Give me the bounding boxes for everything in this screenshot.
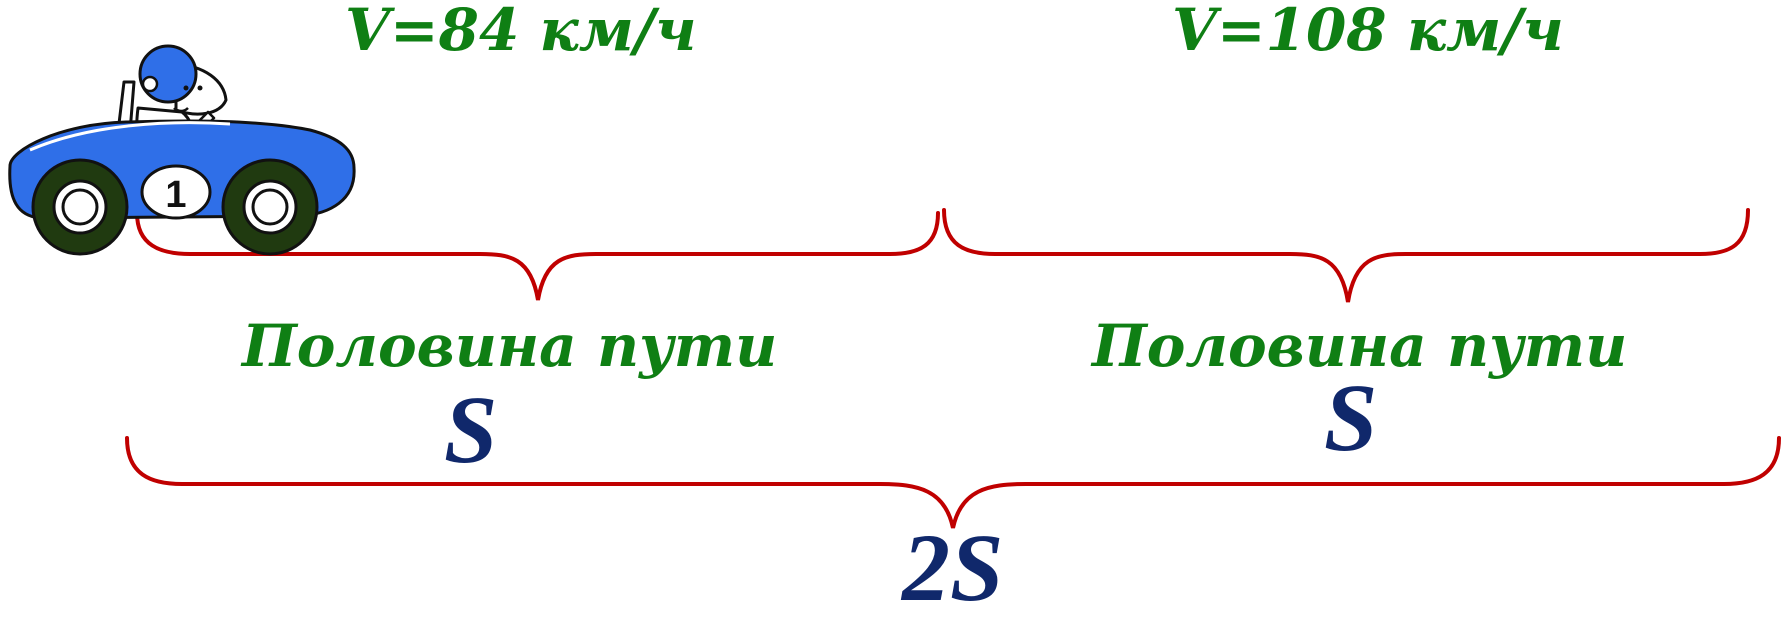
front-wheel	[31, 158, 129, 256]
distance-diagram: 1 V=84 км/ч V=108 км/ч Половина пути Пол…	[8, 0, 1781, 621]
half-path-label-first: Половина пути	[242, 312, 778, 380]
distance-first-half: S	[444, 376, 498, 483]
brace-second-half	[942, 208, 1750, 303]
distance-second-half: S	[1324, 364, 1378, 471]
half-path-label-second: Половина пути	[1092, 312, 1628, 380]
brace-whole-path	[125, 436, 1781, 529]
diagram-canvas: 1	[8, 44, 1781, 529]
race-car-icon: 1	[8, 44, 356, 256]
brace-first-half	[135, 211, 940, 301]
speed-label-second-half: V=108 км/ч	[1172, 0, 1564, 64]
speed-label-first-half: V=84 км/ч	[345, 0, 697, 64]
total-distance: 2S	[902, 514, 1004, 621]
car-number: 1	[165, 174, 186, 216]
rear-wheel	[221, 158, 319, 256]
